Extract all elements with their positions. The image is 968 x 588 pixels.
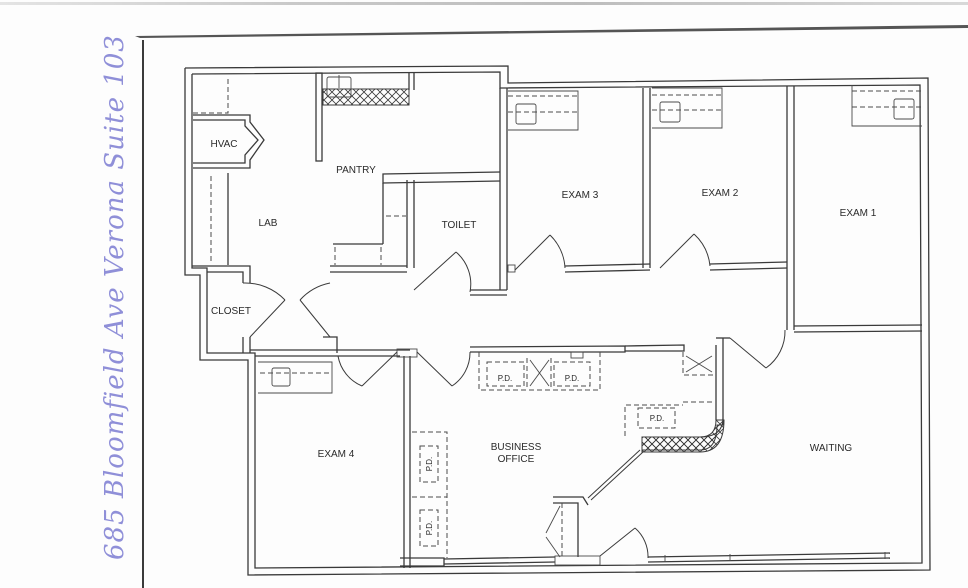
business-office-fixtures bbox=[400, 329, 891, 567]
label-hvac: HVAC bbox=[210, 139, 237, 150]
scan-top-edge bbox=[0, 2, 968, 5]
label-closet: CLOSET bbox=[211, 306, 251, 317]
exam-rooms-top-walls bbox=[507, 86, 923, 333]
label-pd-5: P.D. bbox=[425, 521, 434, 536]
closet-walls bbox=[242, 282, 410, 357]
label-exam4: EXAM 4 bbox=[318, 449, 355, 460]
toilet-walls bbox=[413, 88, 508, 296]
label-waiting: WAITING bbox=[810, 443, 853, 454]
label-pantry: PANTRY bbox=[336, 165, 376, 176]
exam-sinks bbox=[258, 85, 922, 394]
label-pd-3: P.D. bbox=[650, 414, 665, 423]
label-business-office-1: BUSINESS bbox=[491, 442, 542, 453]
label-pd-2: P.D. bbox=[565, 374, 580, 383]
room-labels: HVAC PANTRY LAB TOILET EXAM 3 EXAM 2 EXA… bbox=[210, 139, 876, 535]
label-toilet: TOILET bbox=[442, 220, 477, 231]
lab-pantry-walls bbox=[192, 72, 501, 283]
label-business-office-2: OFFICE bbox=[498, 454, 535, 465]
label-pd-4: P.D. bbox=[425, 457, 434, 472]
label-exam1: EXAM 1 bbox=[840, 208, 877, 219]
label-exam2: EXAM 2 bbox=[702, 188, 739, 199]
label-exam3: EXAM 3 bbox=[562, 190, 599, 201]
label-lab: LAB bbox=[259, 218, 278, 229]
label-pd-1: P.D. bbox=[498, 374, 513, 383]
exam4-walls bbox=[337, 348, 471, 568]
margin-rule bbox=[142, 40, 144, 588]
scan-diagonal-shadow bbox=[135, 25, 968, 38]
outer-walls bbox=[184, 65, 931, 576]
